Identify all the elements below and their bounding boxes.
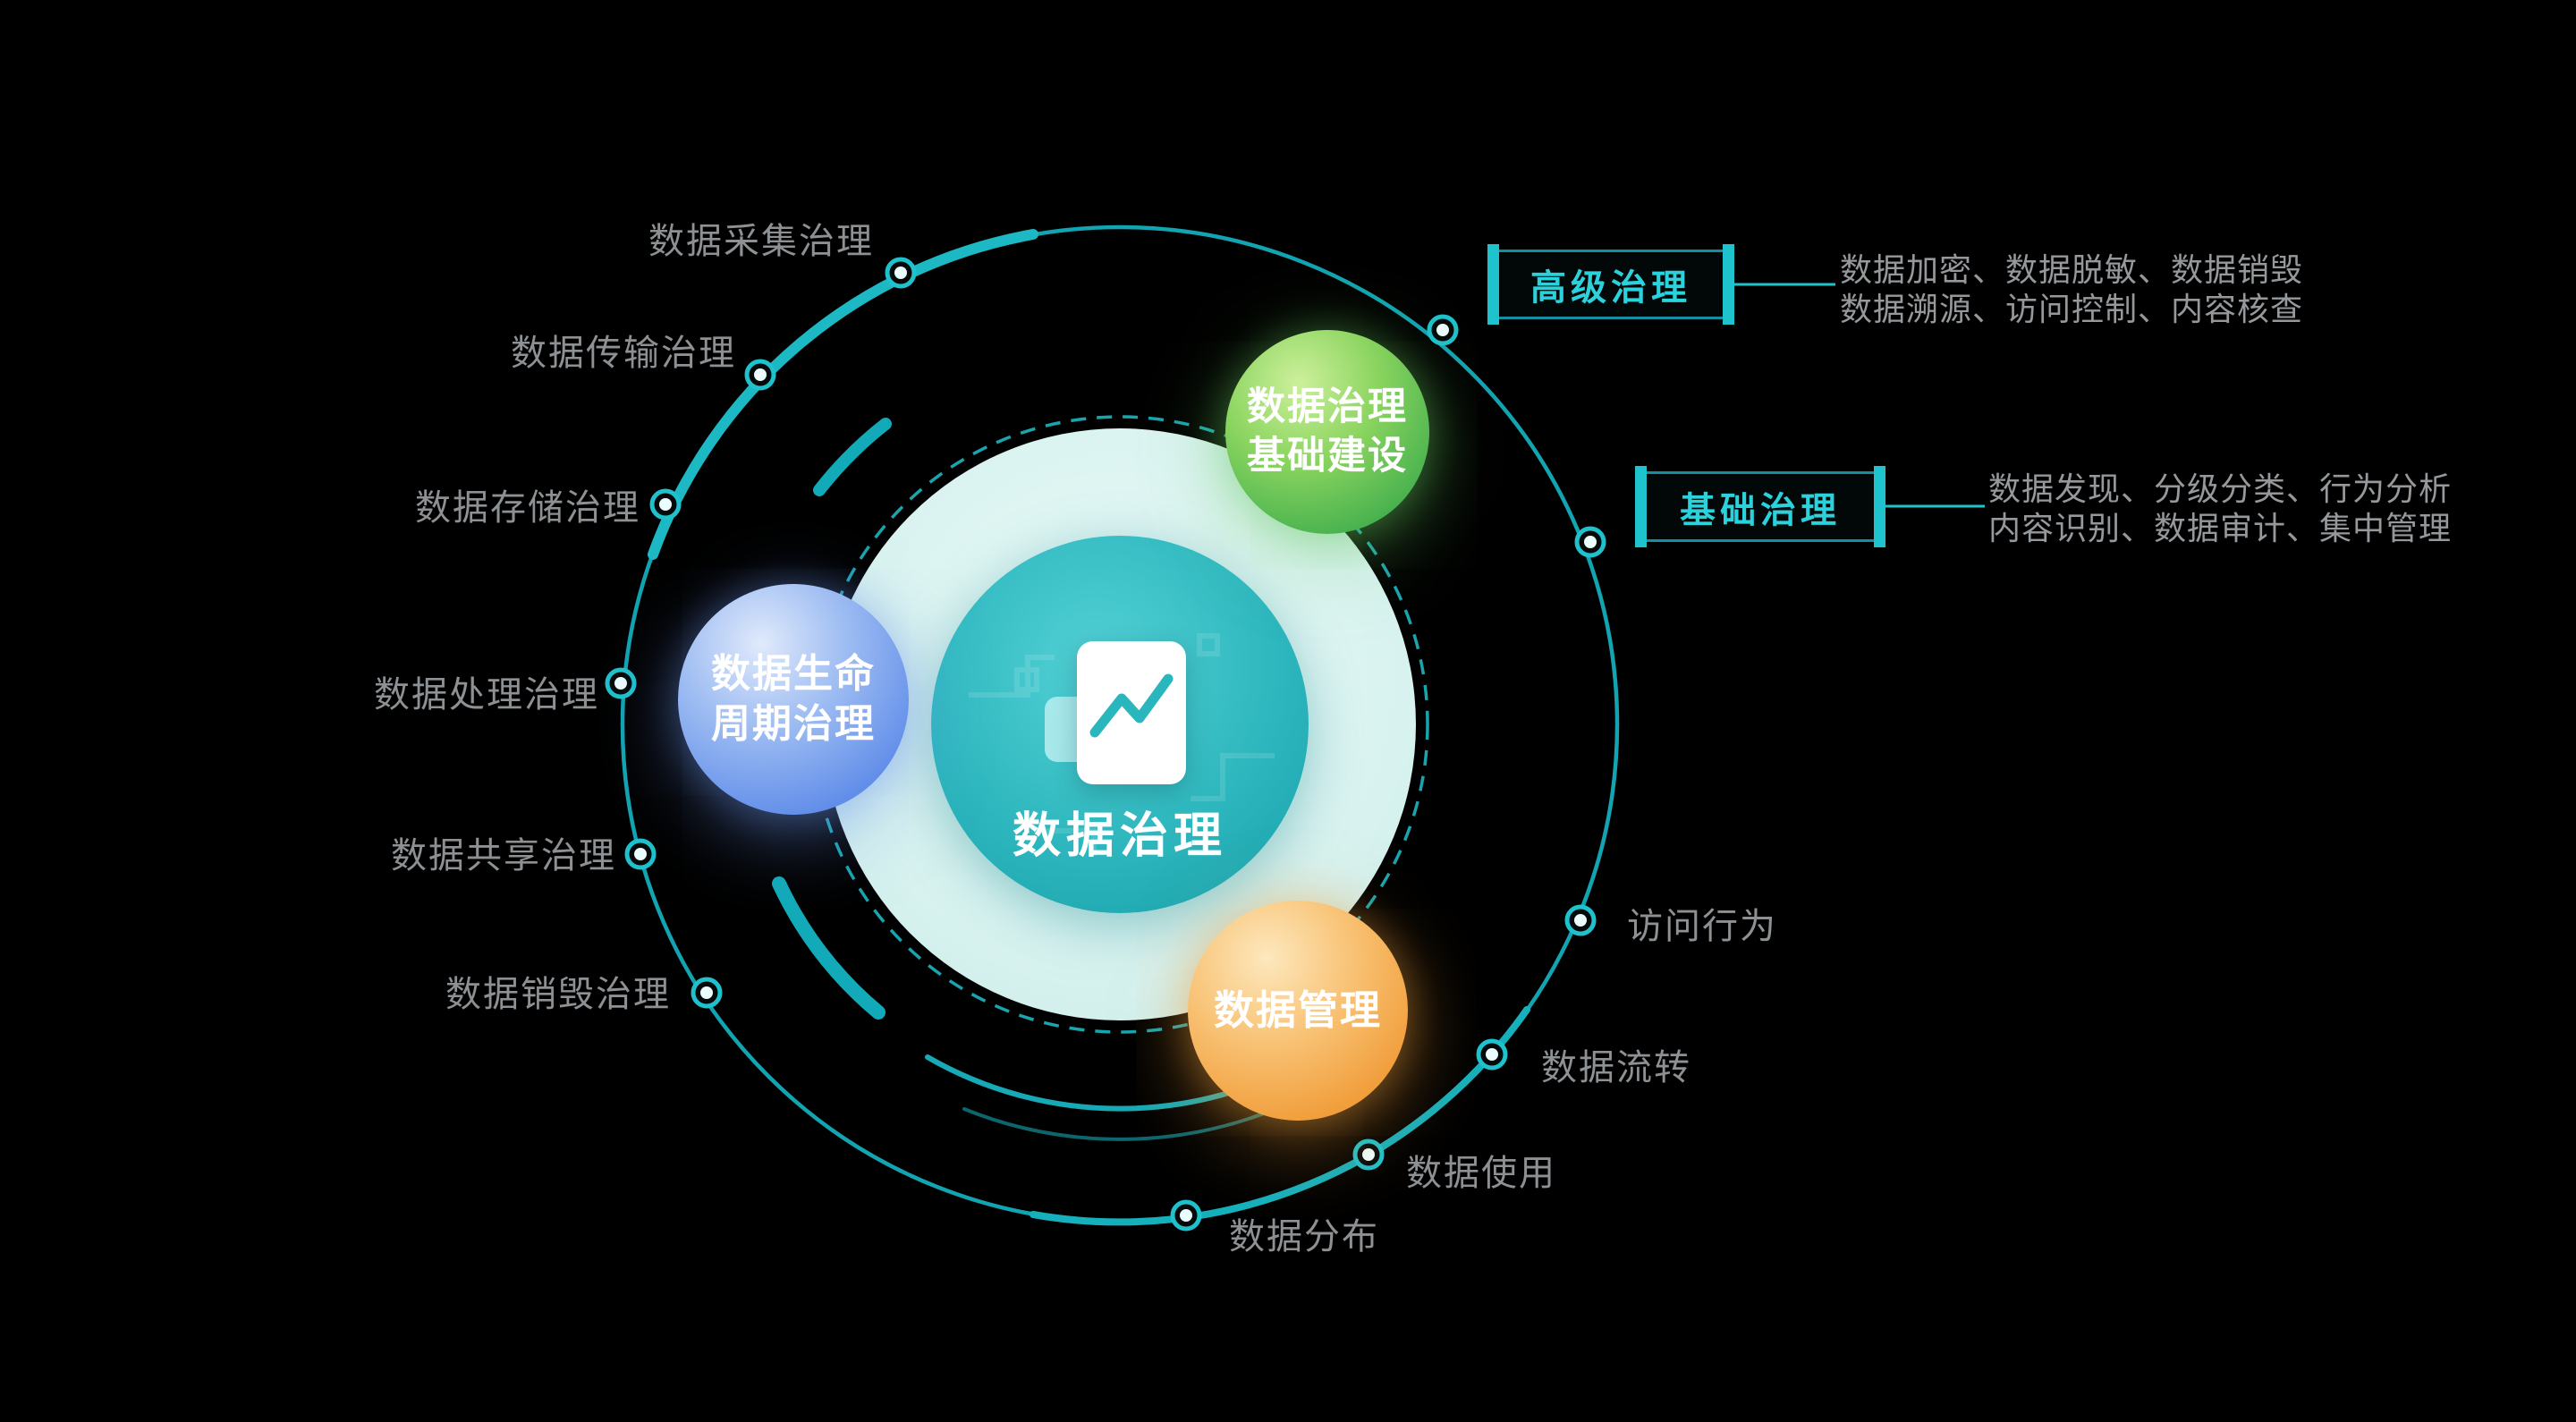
label-data-destruction: 数据销毁治理 (445, 974, 671, 1015)
ring-arc-bottom (1030, 1006, 1530, 1226)
bubble-orange-line1: 数据管理 (1213, 986, 1382, 1035)
decorative-arc-lower-left (772, 876, 886, 1020)
callout-basic-desc-line2: 内容识别、数据审计、集中管理 (1988, 511, 2453, 547)
label-data-processing: 数据处理治理 (374, 674, 599, 715)
ring-node-access (1564, 904, 1597, 936)
ring-node-usage (1352, 1138, 1385, 1171)
ring-node-destruction (691, 977, 723, 1009)
callout-advanced-desc-line2: 数据溯源、访问控制、内容核查 (1840, 292, 2304, 328)
ring-node-storage (649, 488, 682, 521)
label-data-flow: 数据流转 (1541, 1047, 1691, 1088)
label-data-collection: 数据采集治理 (648, 221, 874, 262)
callout-basic-desc: 数据发现、分级分类、行为分析 内容识别、数据审计、集中管理 (1988, 470, 2452, 549)
bubble-green-line1: 数据治理 (1247, 384, 1408, 429)
ring-node-sharing (624, 838, 657, 870)
ring-node-advanced (1427, 314, 1459, 346)
document-chart-icon (1077, 641, 1186, 784)
ring-node-transmission (744, 359, 776, 391)
decorative-arc-bottom-2 (962, 1107, 1277, 1141)
ring-node-flow (1476, 1038, 1508, 1071)
callout-basic-desc-line1: 数据发现、分级分类、行为分析 (1988, 471, 2453, 508)
ring-node-distribution (1170, 1199, 1202, 1232)
bubble-data-lifecycle: 数据生命 周期治理 (678, 584, 909, 815)
label-data-usage: 数据使用 (1406, 1153, 1556, 1194)
ring-node-collection (885, 257, 917, 289)
label-data-sharing: 数据共享治理 (391, 835, 616, 876)
chart-line-icon (1089, 673, 1174, 738)
ring-node-processing (605, 667, 637, 699)
label-data-storage: 数据存储治理 (415, 487, 640, 529)
ring-node-basic (1574, 526, 1606, 558)
center-title: 数据治理 (1013, 807, 1227, 864)
bubble-blue-line2: 周期治理 (711, 701, 876, 747)
bubble-governance-infrastructure: 数据治理 基础建设 (1225, 330, 1429, 534)
callout-basic-title: 基础治理 (1680, 489, 1841, 531)
label-access-behavior: 访问行为 (1627, 906, 1777, 947)
callout-advanced-title: 高级治理 (1530, 267, 1691, 309)
bubble-green-line2: 基础建设 (1247, 434, 1408, 478)
callout-advanced-desc-line1: 数据加密、数据脱敏、数据销毁 (1840, 252, 2304, 289)
label-data-distribution: 数据分布 (1229, 1216, 1379, 1257)
ring-arc-top-left (648, 229, 1038, 560)
label-data-transmission: 数据传输治理 (511, 333, 736, 374)
bubble-data-management: 数据管理 (1188, 901, 1408, 1121)
callout-basic-governance: 基础治理 (1635, 466, 1885, 547)
decorative-arc-upper-left (813, 418, 892, 496)
callout-advanced-governance: 高级治理 (1487, 244, 1734, 325)
circuit-pattern-decoration (969, 633, 1275, 856)
callout-advanced-desc: 数据加密、数据脱敏、数据销毁 数据溯源、访问控制、内容核查 (1840, 251, 2303, 330)
bubble-blue-line1: 数据生命 (711, 650, 876, 697)
